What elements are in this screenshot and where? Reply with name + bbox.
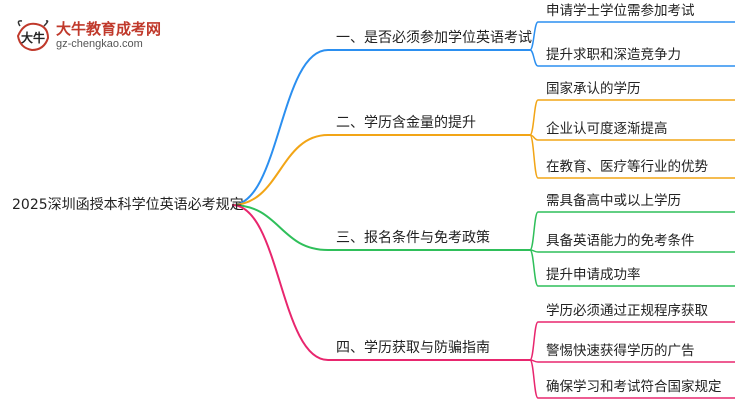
branch-connector bbox=[231, 204, 329, 251]
leaf-node: 警惕快速获得学历的广告 bbox=[546, 342, 695, 359]
branch-node: 二、学历含金量的提升 bbox=[336, 115, 476, 131]
branch-node: 四、学历获取与防骗指南 bbox=[336, 340, 490, 356]
mindmap-edges bbox=[231, 21, 735, 399]
leaf-connector bbox=[529, 359, 539, 399]
leaf-node: 具备英语能力的免考条件 bbox=[546, 232, 695, 249]
branch-node: 三、报名条件与免考政策 bbox=[336, 229, 490, 246]
leaf-node: 提升申请成功率 bbox=[546, 266, 641, 283]
leaf-node: 学历必须通过正规程序获取 bbox=[546, 303, 708, 319]
leaf-connector bbox=[529, 134, 539, 179]
branch-connector bbox=[231, 134, 329, 206]
leaf-connector bbox=[529, 249, 539, 287]
leaf-node: 提升求职和深造竞争力 bbox=[546, 46, 681, 63]
logo-title: 大牛教育成考网 bbox=[56, 20, 162, 38]
leaf-node: 企业认可度逐渐提高 bbox=[546, 120, 668, 137]
leaf-connector bbox=[529, 211, 539, 251]
branch-connector bbox=[231, 204, 329, 361]
leaf-connector bbox=[529, 49, 539, 67]
leaf-connector bbox=[529, 321, 539, 361]
branch-node: 一、是否必须参加学位英语考试 bbox=[336, 29, 532, 46]
leaf-connector bbox=[529, 21, 539, 51]
leaf-connector bbox=[529, 99, 539, 136]
site-logo[interactable]: 大牛 大牛教育成考网 gz-chengkao.com bbox=[10, 16, 210, 56]
leaf-node: 在教育、医疗等行业的优势 bbox=[546, 158, 708, 175]
leaf-node: 申请学士学位需参加考试 bbox=[546, 2, 695, 19]
branch-connector bbox=[231, 49, 329, 206]
bull-logo-icon: 大牛 bbox=[16, 20, 50, 52]
leaf-node: 需具备高中或以上学历 bbox=[546, 192, 681, 209]
logo-url: gz-chengkao.com bbox=[56, 38, 143, 50]
leaf-node: 国家承认的学历 bbox=[546, 80, 641, 97]
logo-mark-text: 大牛 bbox=[21, 30, 45, 45]
root-node: 2025深圳函授本科学位英语必考规定 bbox=[12, 196, 244, 213]
leaf-node: 确保学习和考试符合国家规定 bbox=[546, 378, 722, 395]
mindmap-nodes: 2025深圳函授本科学位英语必考规定 一、是否必须参加学位英语考试申请学士学位需参… bbox=[12, 2, 722, 395]
